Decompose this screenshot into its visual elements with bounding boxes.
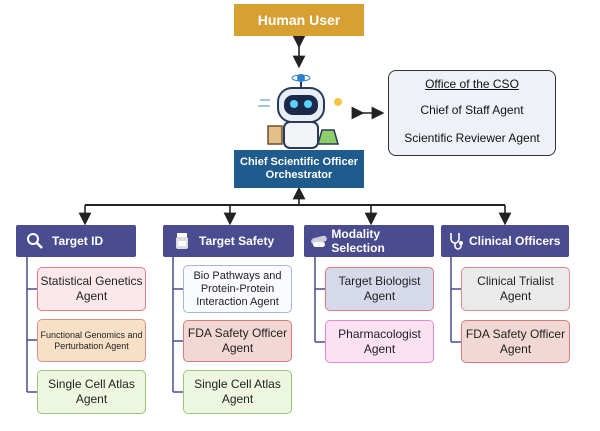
agent-functional-genomics: Functional Genomics and Perturbation Age…	[37, 319, 146, 362]
pills-icon	[308, 232, 329, 250]
header-clinical-officers: Clinical Officers	[441, 225, 569, 257]
header-target-id: Target ID	[16, 225, 136, 257]
chief-of-staff-agent: Chief of Staff Agent	[420, 103, 524, 117]
human-user-box: Human User	[234, 4, 364, 36]
agent-fda-safety-officer-safety: FDA Safety Officer Agent	[183, 320, 292, 362]
header-clinical-officers-label: Clinical Officers	[469, 234, 561, 248]
orchestrator-box: Chief Scientific Officer Orchestrator	[234, 150, 364, 188]
agent-statistical-genetics: Statistical Genetics Agent	[37, 267, 146, 311]
office-of-cso-box: Office of the CSO Chief of Staff Agent S…	[388, 70, 556, 156]
agent-bio-pathways: Bio Pathways and Protein-Protein Interac…	[183, 265, 292, 313]
office-title: Office of the CSO	[425, 77, 519, 91]
stethoscope-icon	[445, 232, 467, 250]
orchestrator-line2: Orchestrator	[265, 169, 333, 181]
agent-pharmacologist: Pharmacologist Agent	[325, 320, 434, 363]
header-target-id-label: Target ID	[52, 234, 104, 248]
tree-lines	[26, 257, 461, 393]
header-modality-selection: Modality Selection	[304, 225, 434, 257]
magnifier-icon	[24, 232, 46, 250]
agent-single-cell-atlas-safety: Single Cell Atlas Agent	[183, 370, 292, 414]
agent-target-biologist: Target Biologist Agent	[325, 267, 434, 311]
header-modality-selection-label: Modality Selection	[331, 227, 385, 255]
orchestrator-line1: Chief Scientific Officer	[240, 156, 358, 168]
agent-fda-safety-officer-clinical: FDA Safety Officer Agent	[461, 320, 570, 363]
header-target-safety: Target Safety	[163, 225, 294, 257]
scientific-reviewer-agent: Scientific Reviewer Agent	[404, 131, 540, 145]
robot-scientist-icon	[258, 74, 342, 149]
header-target-safety-label: Target Safety	[199, 234, 275, 248]
agent-clinical-trialist: Clinical Trialist Agent	[461, 267, 570, 311]
agent-single-cell-atlas-target-id: Single Cell Atlas Agent	[37, 370, 146, 414]
pill-bottle-icon	[171, 232, 193, 250]
